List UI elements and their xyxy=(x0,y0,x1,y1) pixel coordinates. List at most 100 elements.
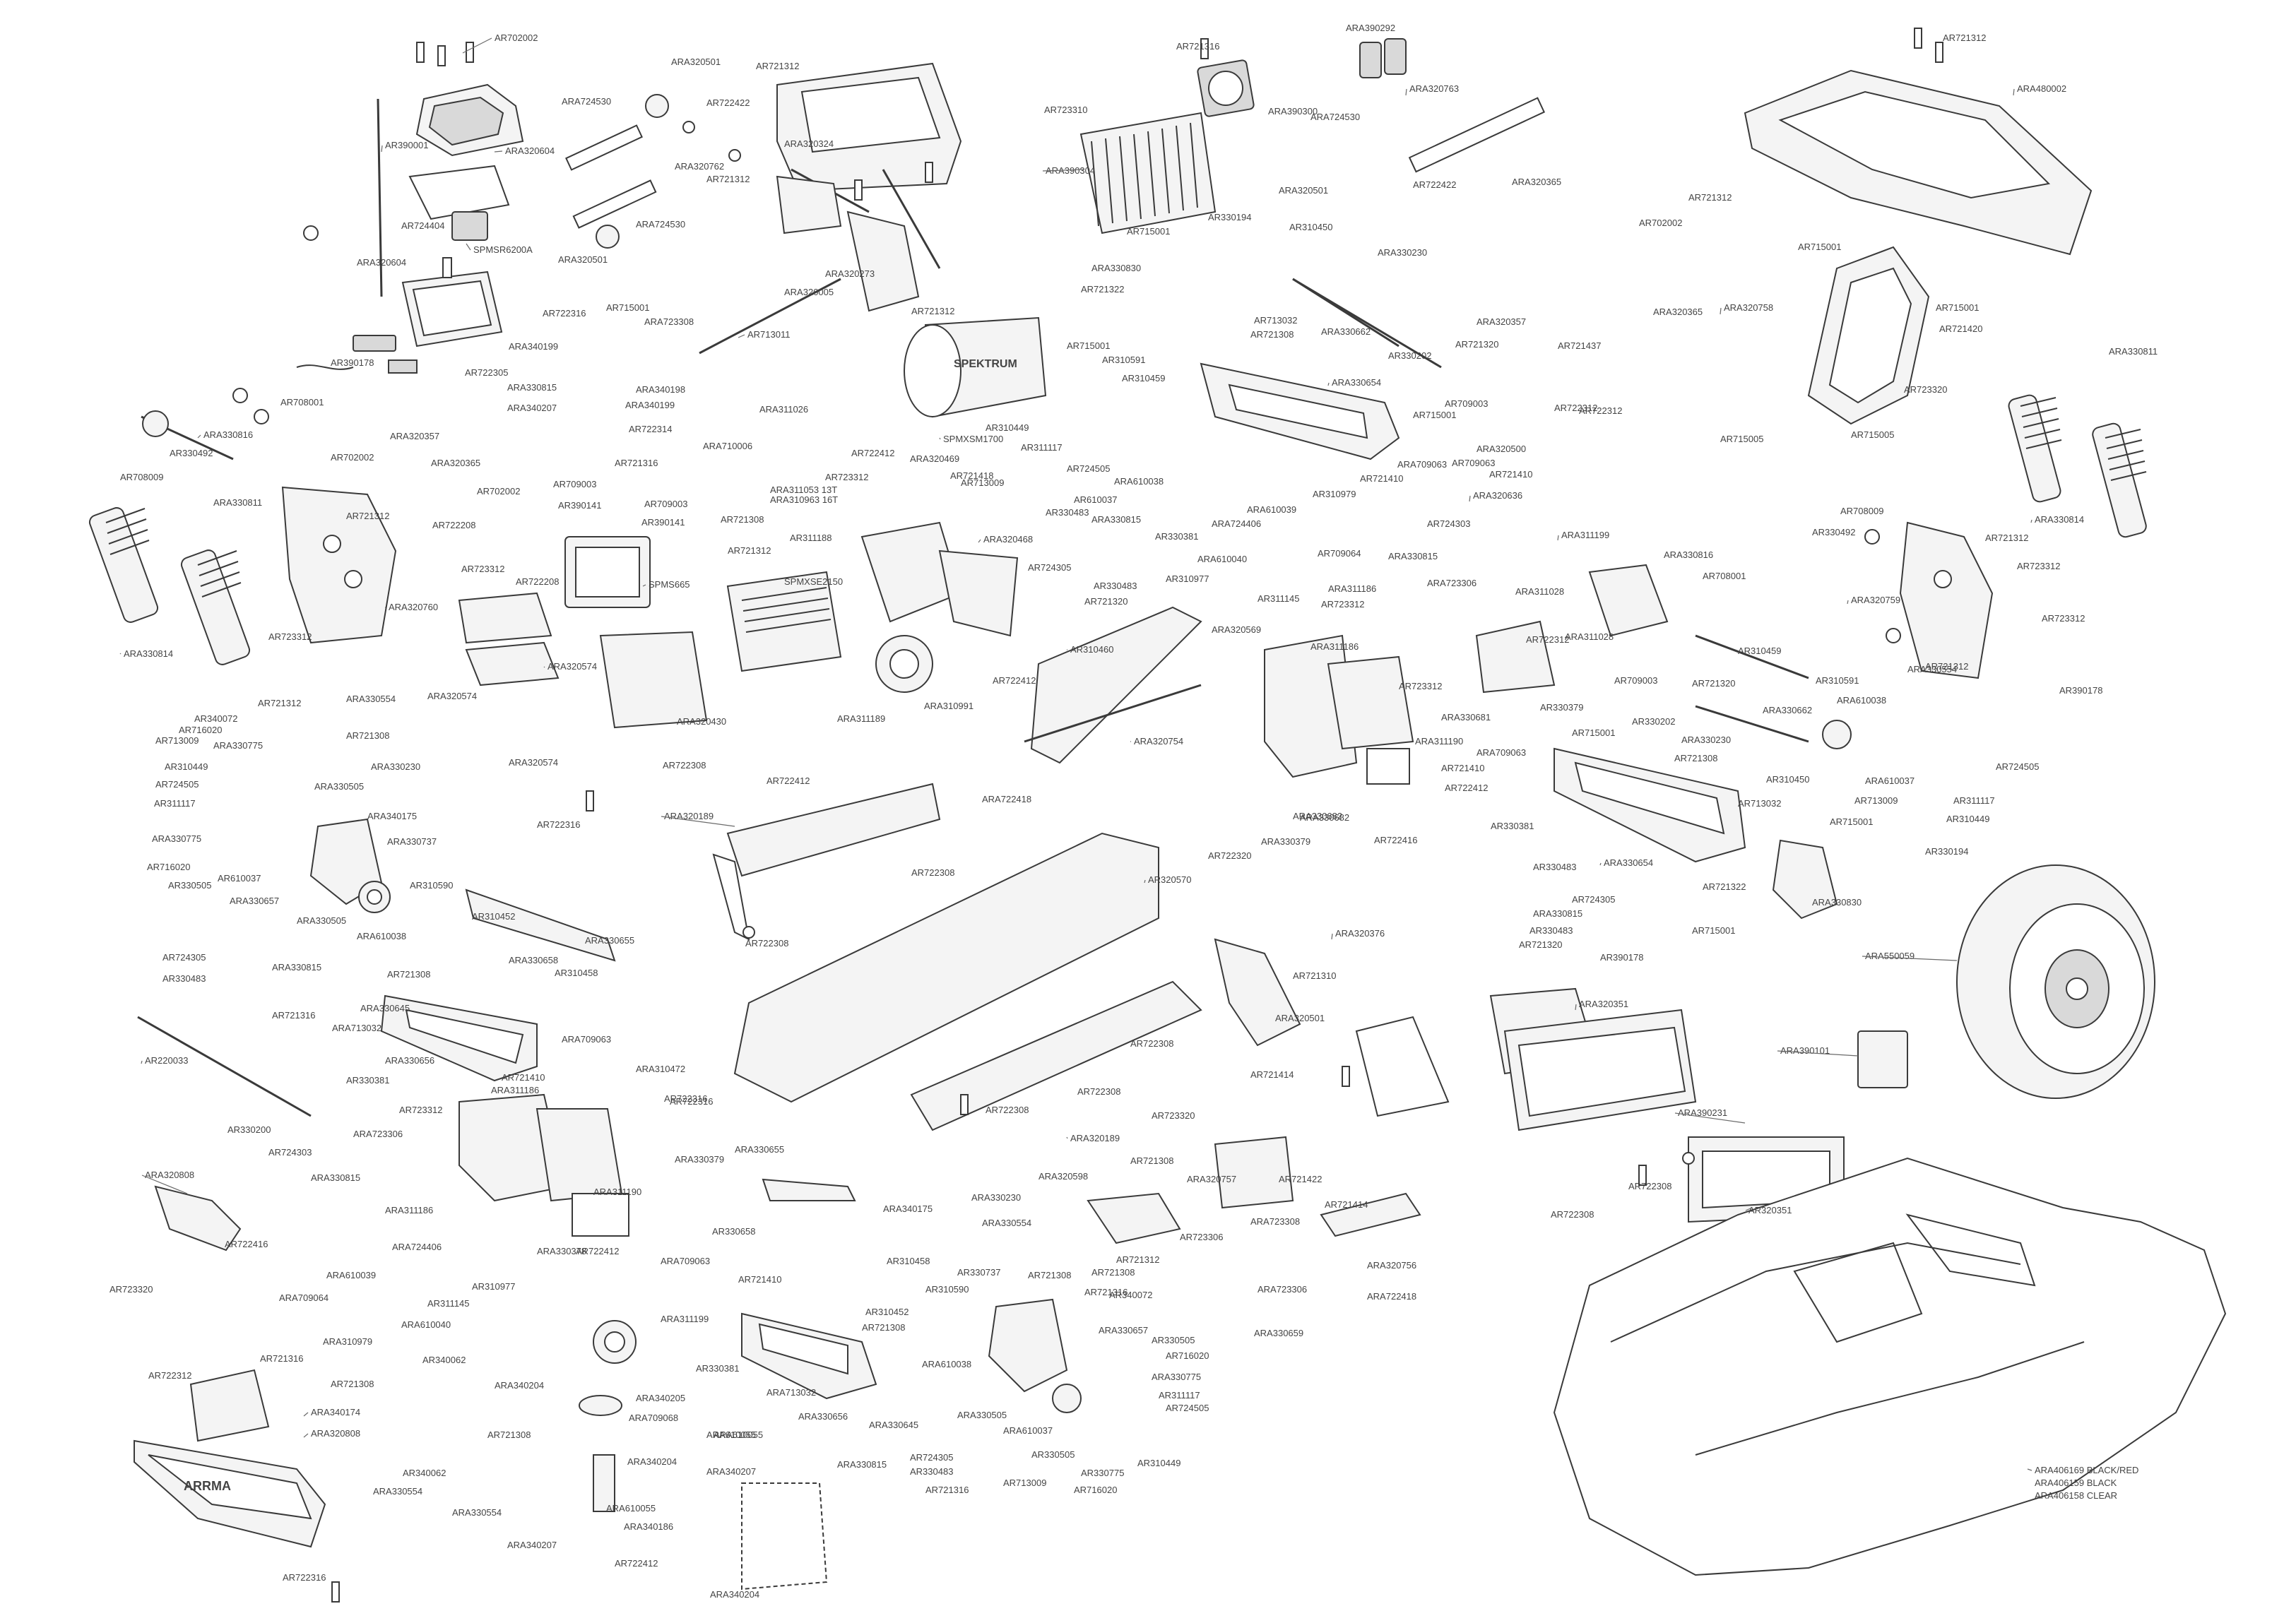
part-label-l340: AR715001 xyxy=(1572,727,1615,738)
part-label-l98: AR722316 xyxy=(670,1096,713,1107)
part-label-l154: AR320570 xyxy=(1148,874,1191,885)
part-label-l284: ARA311028 xyxy=(1515,586,1564,597)
part-label-l349: AR713032 xyxy=(1738,798,1781,809)
part-label-l221: ARA330659 xyxy=(1254,1328,1303,1338)
leader-line xyxy=(303,1412,309,1417)
part-label-l302: ARA330682 xyxy=(1293,811,1342,821)
motor-brand-text: SPEKTRUM xyxy=(954,358,1017,370)
part-label-l47: AR390141 xyxy=(641,517,685,528)
part-label-l30: AR390178 xyxy=(331,357,374,368)
part-label-l163: ARA330554 xyxy=(982,1218,1031,1228)
leader-line xyxy=(1847,600,1849,605)
part-label-l294: AR722312 xyxy=(1526,634,1569,645)
part-label-l167: AR310458 xyxy=(887,1256,930,1266)
part-label-l321: ARA330811 xyxy=(2109,346,2158,357)
part-label-l304: AR330381 xyxy=(1491,821,1534,831)
part-label-l225: AR722308 xyxy=(1130,1038,1173,1049)
part-label-l105: AR722416 xyxy=(225,1239,268,1249)
part-label-l326: AR708001 xyxy=(1703,571,1746,581)
esc-unit xyxy=(726,571,842,672)
part-label-l353: AR721322 xyxy=(1703,881,1746,892)
receiver-connector-group xyxy=(296,335,418,374)
part-label-l345: AR724505 xyxy=(1996,761,2039,772)
steering-plate xyxy=(1087,1136,1421,1244)
part-label-l111: AR311145 xyxy=(427,1298,470,1309)
part-label-l236: ARA320763 xyxy=(1409,83,1459,94)
part-label-l41: AR723312 xyxy=(461,564,504,574)
leader-line xyxy=(1599,862,1602,866)
part-label-l329: ARA320759 xyxy=(1851,595,1900,605)
part-label-l354: ARA330830 xyxy=(1812,897,1862,908)
part-label-l112: ARA610040 xyxy=(401,1319,451,1330)
part-label-l55: AR721312 xyxy=(258,698,301,708)
part-label-l264: ARA610039 xyxy=(1247,504,1296,515)
leader-line xyxy=(1575,1004,1577,1011)
part-label-l156: ARA330379 xyxy=(675,1154,724,1165)
part-label-l139: AR721418 xyxy=(950,470,993,481)
part-label-l358: AR724305 xyxy=(1572,894,1615,905)
leader-line xyxy=(978,539,981,543)
part-label-l170: ARA311199 xyxy=(661,1314,709,1324)
part-label-l238: AR722422 xyxy=(1413,179,1456,190)
part-label-l146: AR722412 xyxy=(767,775,810,786)
part-label-l71: AR330505 xyxy=(168,880,211,891)
part-label-l342: AR721308 xyxy=(1674,753,1717,763)
part-label-l94: AR330381 xyxy=(346,1075,389,1086)
part-label-l251: AR330202 xyxy=(1388,350,1431,361)
part-label-l250: ARA330662 xyxy=(1321,326,1371,337)
part-label-l337: ARA330662 xyxy=(1763,705,1812,715)
part-label-l365: ARA390101 xyxy=(1780,1045,1830,1056)
part-label-l27: ARA340207 xyxy=(507,403,557,413)
part-label-l317: AR721420 xyxy=(1939,323,1982,334)
part-label-l84: ARA330815 xyxy=(272,962,321,973)
part-label-l263: ARA709063 xyxy=(1397,459,1447,470)
part-label-l230: AR723310 xyxy=(1044,105,1087,115)
spool-group xyxy=(579,1320,828,1591)
part-label-l209: AR721308 xyxy=(1091,1267,1135,1278)
part-label-l51: AR723312 xyxy=(268,631,312,642)
part-label-l281: AR723312 xyxy=(1321,599,1364,610)
part-label-l308: AR721437 xyxy=(1558,340,1601,351)
part-label-l299: ARA709063 xyxy=(1477,747,1526,758)
part-label-l201: AR330505 xyxy=(1031,1449,1075,1460)
part-label-l140: AR713009 xyxy=(961,477,1004,488)
part-label-l22: ARA723308 xyxy=(644,316,694,327)
part-label-l197: AR311117 xyxy=(1159,1390,1200,1401)
part-label-l32: ARA330816 xyxy=(203,429,253,440)
part-label-l310: ARA320758 xyxy=(1724,302,1773,313)
part-label-l362: AR390178 xyxy=(1600,952,1643,963)
part-label-l56: ARA330554 xyxy=(346,694,396,704)
part-label-l152: AR310460 xyxy=(1070,644,1113,655)
part-label-l311: AR721312 xyxy=(1943,32,1986,43)
part-label-l267: AR330381 xyxy=(1155,531,1198,542)
part-label-l363: ARA320351 xyxy=(1579,999,1628,1009)
part-label-l370: ARA406169 BLACK/RED xyxy=(2035,1465,2138,1475)
part-label-l295: ARA330681 xyxy=(1441,712,1491,723)
part-label-l114: AR722312 xyxy=(148,1370,191,1381)
part-label-l129: SPMXSE2150 xyxy=(784,576,843,587)
part-label-l332: ARA330554 xyxy=(1907,664,1957,674)
part-label-l217: ARA723308 xyxy=(1250,1216,1300,1227)
rear-shock-tower xyxy=(1899,521,1994,679)
part-label-l88: ARA330645 xyxy=(360,1003,410,1013)
front-bumper: ARRMA xyxy=(134,1369,326,1548)
part-label-l4: ARA724530 xyxy=(562,96,611,107)
wheel-tire xyxy=(1956,864,2155,1099)
part-label-l226: ARA320501 xyxy=(1275,1013,1325,1023)
part-label-l90: ARA330656 xyxy=(385,1055,434,1066)
part-label-l68: ARA340175 xyxy=(367,811,417,821)
body-shell xyxy=(1553,1157,2227,1576)
part-label-l222: ARA722418 xyxy=(1367,1291,1416,1302)
part-label-l52: ARA330814 xyxy=(124,648,173,659)
servo-group xyxy=(458,536,708,729)
part-label-l287: ARA320500 xyxy=(1477,444,1526,454)
part-label-l40: AR722208 xyxy=(432,520,475,530)
leader-line xyxy=(1144,879,1146,884)
part-label-l64: AR724505 xyxy=(155,779,199,790)
part-label-l53: ARA320574 xyxy=(548,661,597,672)
part-label-l195: AR716020 xyxy=(1166,1350,1209,1361)
part-label-l210: ARA320598 xyxy=(1038,1171,1088,1182)
part-label-l268: AR330483 xyxy=(1046,507,1089,518)
